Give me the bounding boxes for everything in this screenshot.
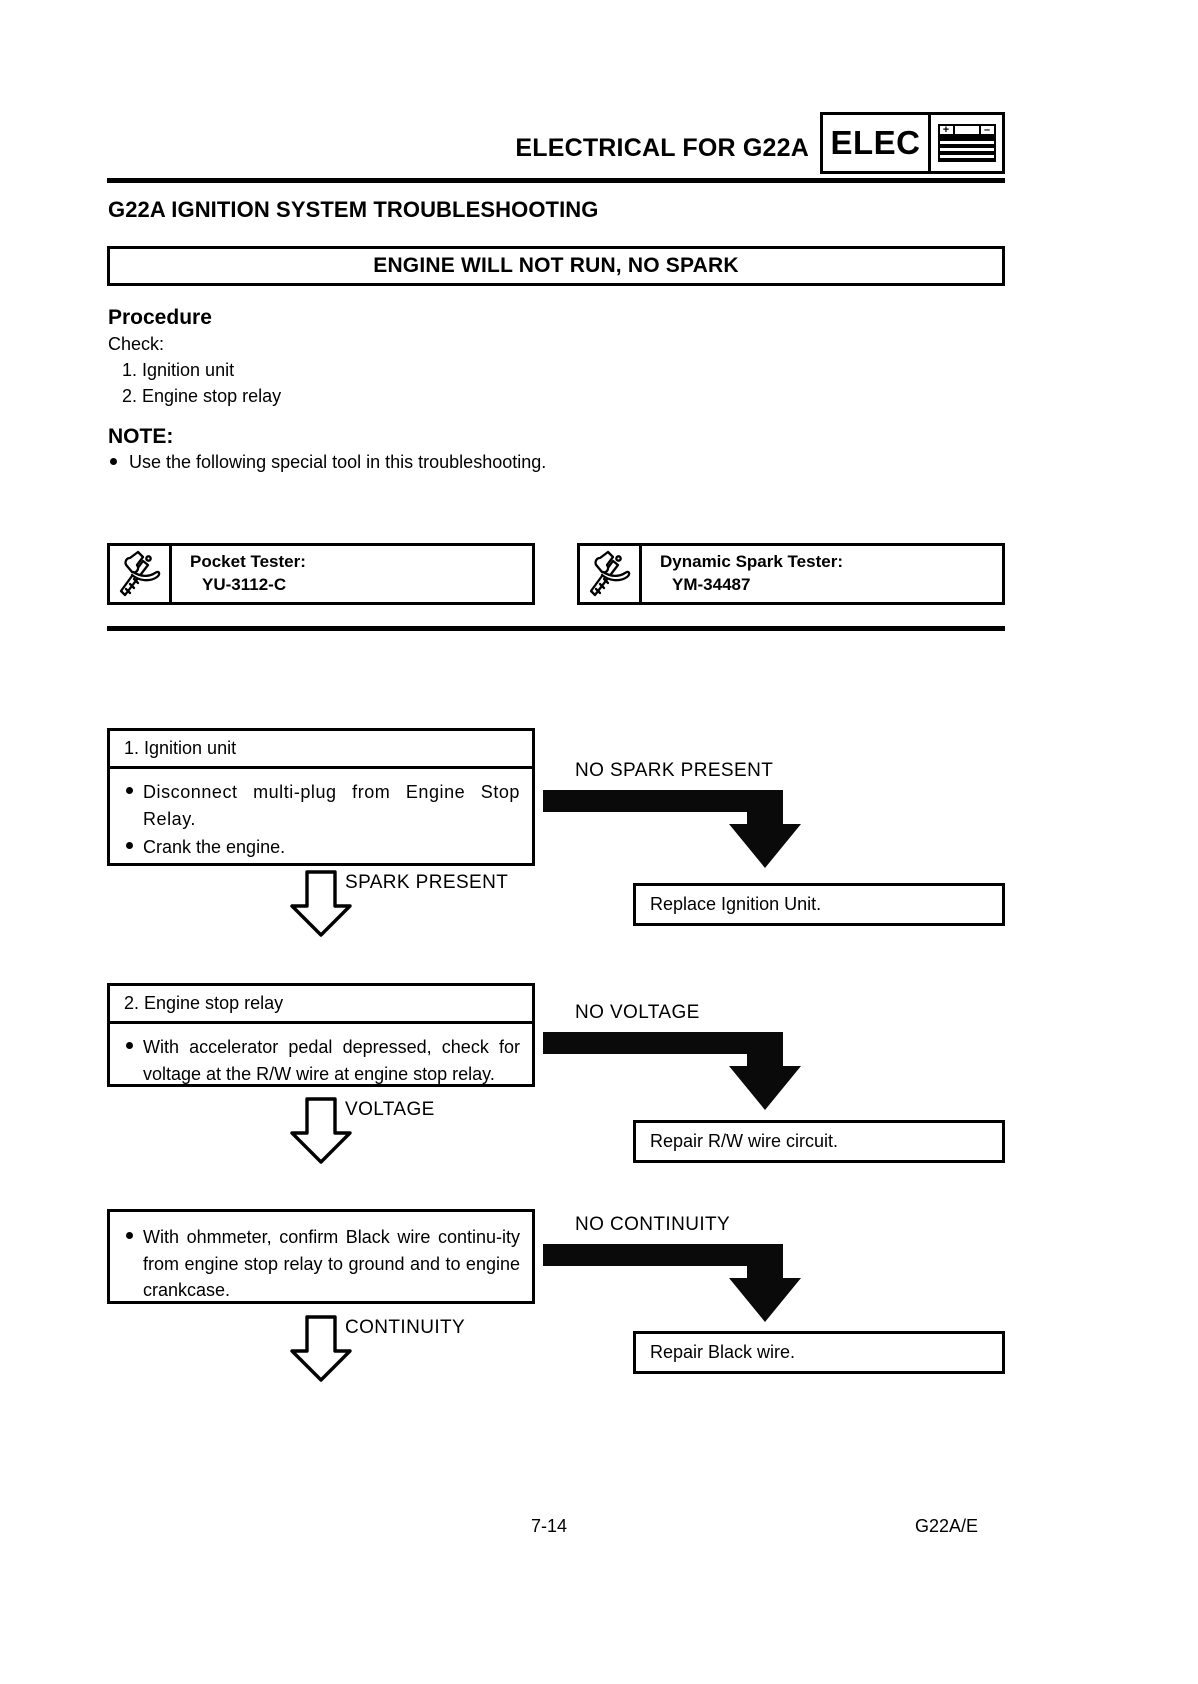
section-divider-rule bbox=[107, 626, 1005, 631]
battery-plus-terminal: + bbox=[940, 124, 955, 135]
flow-step-1-yes-arrow bbox=[288, 870, 354, 943]
battery-icon: + – bbox=[931, 115, 1002, 171]
flow-step-2-no-arrow bbox=[543, 1032, 813, 1117]
flow-step-3-no-arrow bbox=[543, 1244, 813, 1329]
document-code: G22A/E bbox=[915, 1516, 979, 1536]
procedure-heading: Procedure bbox=[108, 306, 212, 329]
header-title: ELECTRICAL FOR G22A bbox=[515, 134, 809, 162]
flow-step-2-box: 2. Engine stop relay With accelerator pe… bbox=[107, 983, 535, 1087]
elec-tab-label: ELEC bbox=[823, 115, 931, 171]
flow-step-1-title: 1. Ignition unit bbox=[110, 731, 532, 769]
special-tool-box-pocket-tester: Pocket Tester: YU-3112-C bbox=[107, 543, 535, 605]
flow-step-3-yes-label: CONTINUITY bbox=[345, 1317, 466, 1338]
page-header: ELECTRICAL FOR G22A ELEC + – bbox=[107, 112, 1005, 174]
tool-part-number: YM-34487 bbox=[672, 575, 751, 594]
bullet-icon bbox=[110, 458, 117, 465]
note-heading: NOTE: bbox=[108, 425, 174, 448]
tool-part-number: YU-3112-C bbox=[202, 575, 287, 594]
bullet-icon bbox=[126, 787, 133, 794]
flow-step-2-result-text: Repair R/W wire circuit. bbox=[650, 1131, 839, 1151]
note-item: Use the following special tool in this t… bbox=[110, 452, 546, 473]
tool-name: Pocket Tester: bbox=[190, 552, 306, 572]
flow-step-1-result-text: Replace Ignition Unit. bbox=[650, 894, 822, 914]
procedure-item-1: 1. Ignition unit bbox=[122, 360, 235, 380]
wrench-screwdriver-icon bbox=[589, 550, 630, 597]
fault-banner-label: ENGINE WILL NOT RUN, NO SPARK bbox=[373, 254, 739, 277]
page-number: 7-14 bbox=[531, 1516, 568, 1536]
flow-step-2-result-box: Repair R/W wire circuit. bbox=[633, 1120, 1005, 1163]
wrench-screwdriver-icon bbox=[119, 550, 160, 597]
flow-step-1-bullet-1-text: Disconnect multi-plug from Engine Stop R… bbox=[143, 782, 520, 829]
flow-step-3-box: With ohmmeter, confirm Black wire contin… bbox=[107, 1209, 535, 1304]
flow-step-3-yes-arrow bbox=[288, 1315, 354, 1388]
flow-step-2-yes-arrow bbox=[288, 1097, 354, 1170]
battery-minus-terminal: – bbox=[978, 124, 994, 135]
flow-step-1-result-box: Replace Ignition Unit. bbox=[633, 883, 1005, 926]
flow-step-1-bullet-1: Disconnect multi-plug from Engine Stop R… bbox=[124, 779, 520, 832]
special-tool-box-spark-tester: Dynamic Spark Tester: YM-34487 bbox=[577, 543, 1005, 605]
tool-icon bbox=[110, 546, 172, 602]
flow-step-3-no-label: NO CONTINUITY bbox=[575, 1214, 731, 1235]
tool-icon bbox=[580, 546, 642, 602]
elec-section-tab: ELEC + – bbox=[820, 112, 1005, 174]
bullet-icon bbox=[126, 842, 133, 850]
flow-step-3-result-text: Repair Black wire. bbox=[650, 1342, 796, 1362]
flow-step-2-yes-label: VOLTAGE bbox=[345, 1099, 435, 1120]
tool-name: Dynamic Spark Tester: bbox=[660, 552, 843, 572]
flow-step-1-box: 1. Ignition unit Disconnect multi-plug f… bbox=[107, 728, 535, 866]
flow-step-3-result-box: Repair Black wire. bbox=[633, 1331, 1005, 1374]
bullet-icon bbox=[126, 1042, 133, 1049]
page-title: G22A IGNITION SYSTEM TROUBLESHOOTING bbox=[108, 197, 599, 222]
check-label: Check: bbox=[108, 334, 165, 354]
header-rule bbox=[107, 178, 1005, 183]
flow-step-1-no-label: NO SPARK PRESENT bbox=[575, 760, 774, 781]
procedure-item-2: 2. Engine stop relay bbox=[122, 386, 282, 406]
flow-step-3-bullet-1-text: With ohmmeter, confirm Black wire contin… bbox=[143, 1227, 520, 1301]
flow-step-3-bullet-1: With ohmmeter, confirm Black wire contin… bbox=[124, 1224, 520, 1304]
fault-banner: ENGINE WILL NOT RUN, NO SPARK bbox=[107, 246, 1005, 286]
flow-step-2-title: 2. Engine stop relay bbox=[110, 986, 532, 1024]
flow-step-1-bullet-2: Crank the engine. bbox=[124, 834, 520, 861]
flow-step-2-bullet-1: With accelerator pedal depressed, check … bbox=[124, 1034, 520, 1087]
flow-step-1-no-arrow bbox=[543, 790, 813, 875]
note-text: Use the following special tool in this t… bbox=[129, 452, 547, 472]
bullet-icon bbox=[126, 1232, 133, 1239]
flow-step-2-bullet-1-text: With accelerator pedal depressed, check … bbox=[143, 1037, 520, 1084]
flow-step-1-yes-label: SPARK PRESENT bbox=[345, 872, 509, 893]
flow-step-2-no-label: NO VOLTAGE bbox=[575, 1002, 700, 1023]
flow-step-1-bullet-2-text: Crank the engine. bbox=[143, 837, 286, 858]
